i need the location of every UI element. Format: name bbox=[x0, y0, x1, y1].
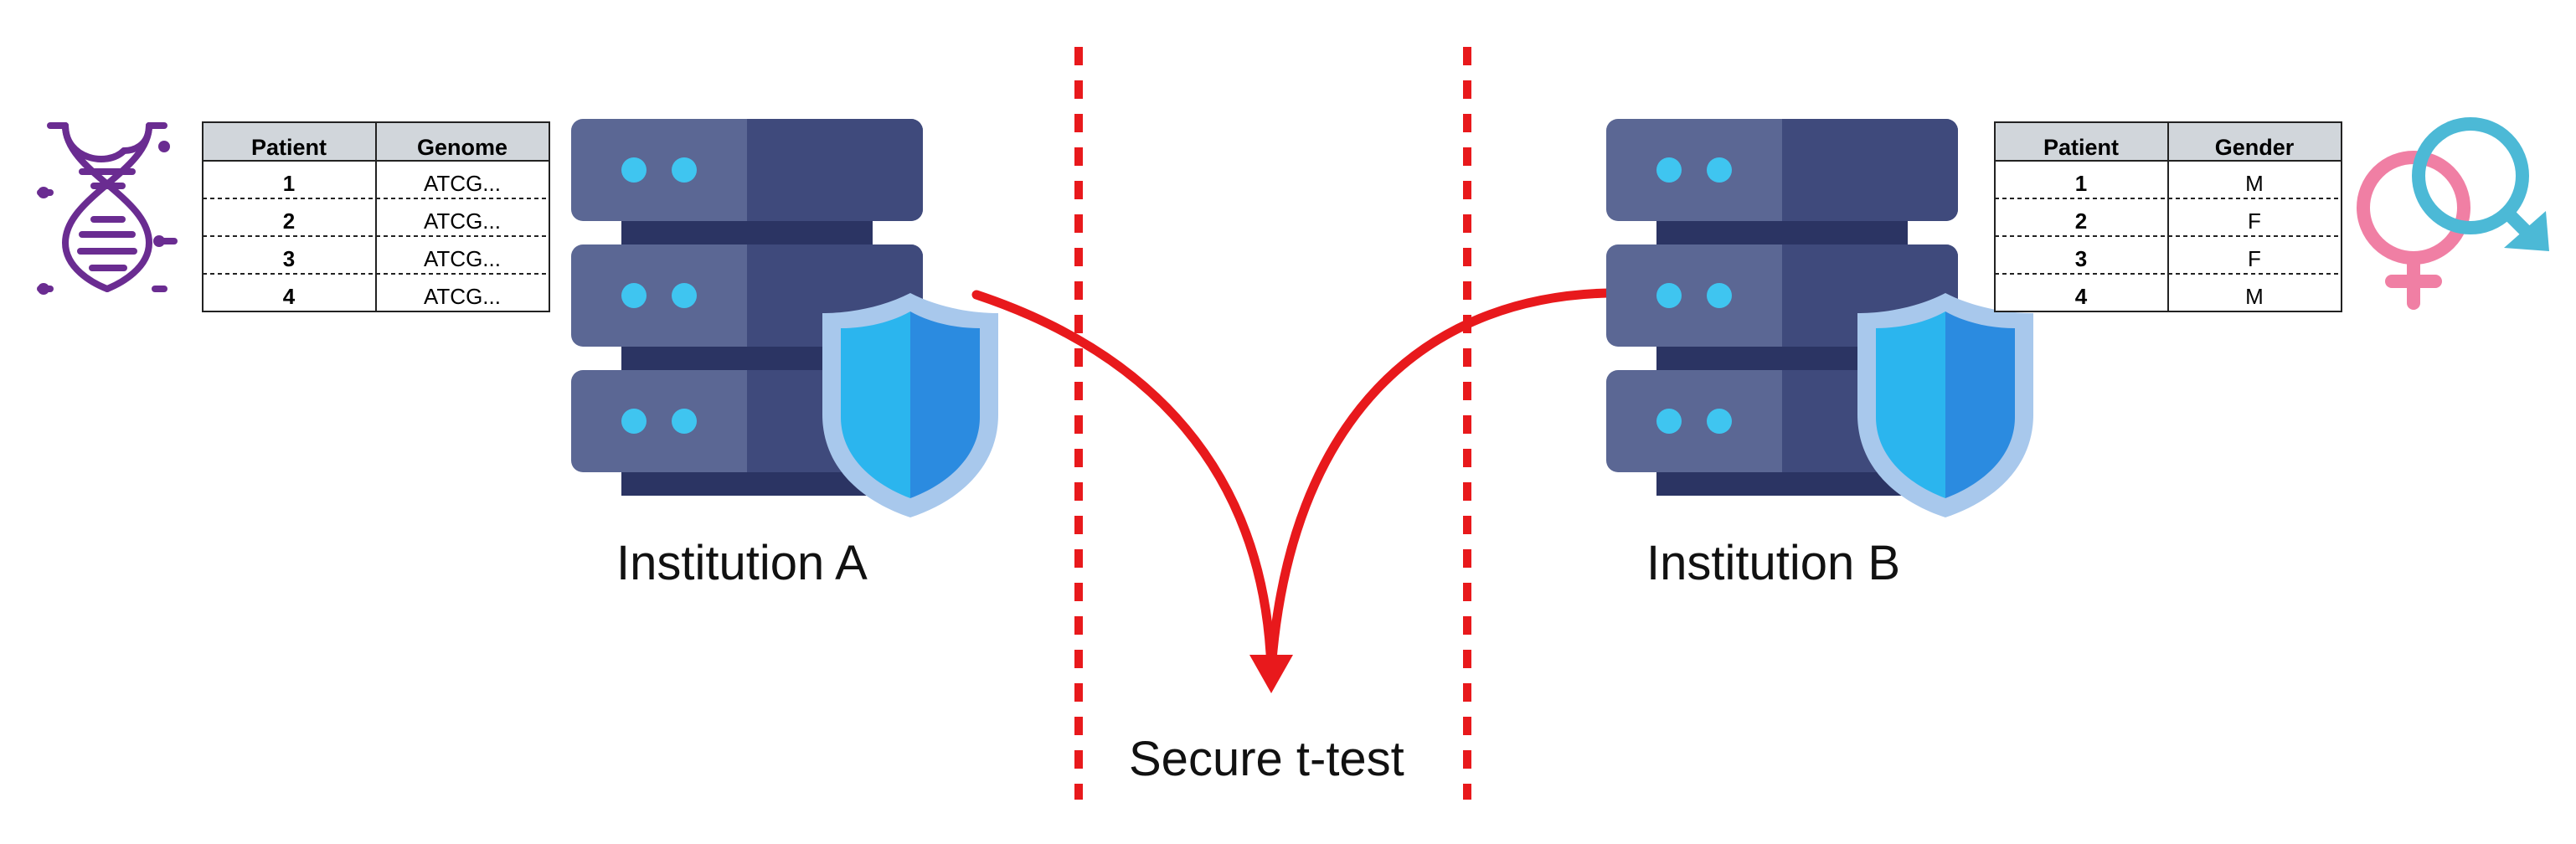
table-header: Genome bbox=[417, 135, 507, 160]
table-cell: 3 bbox=[2075, 246, 2087, 271]
table-genome: Patient Genome 1 ATCG... 2 ATCG... 3 ATC… bbox=[202, 121, 550, 312]
table-cell: M bbox=[2245, 284, 2264, 309]
gender-symbols-icon bbox=[2357, 117, 2549, 310]
table-cell: 2 bbox=[283, 208, 295, 234]
table-cell: 2 bbox=[2075, 208, 2087, 234]
table-cell: F bbox=[2248, 208, 2261, 234]
table-cell: 1 bbox=[2075, 171, 2087, 196]
table-cell: ATCG... bbox=[424, 246, 501, 271]
arrowhead bbox=[1249, 655, 1293, 693]
table-header: Patient bbox=[2043, 135, 2119, 160]
table-cell: ATCG... bbox=[424, 284, 501, 309]
table-cell: F bbox=[2248, 246, 2261, 271]
table-gender: Patient Gender 1 M 2 F 3 F 4 M bbox=[1994, 121, 2342, 312]
table-cell: ATCG... bbox=[424, 208, 501, 234]
table-cell: ATCG... bbox=[424, 171, 501, 196]
table-cell: 3 bbox=[283, 246, 295, 271]
institution-b-label: Institution B bbox=[1646, 536, 1900, 590]
secure-t-test-label: Secure t-test bbox=[1129, 732, 1404, 786]
table-cell: 4 bbox=[2075, 284, 2088, 309]
table-header: Gender bbox=[2215, 135, 2295, 160]
dna-icon bbox=[37, 122, 178, 295]
table-header: Patient bbox=[251, 135, 327, 160]
arrow-from-institution-a bbox=[971, 290, 1276, 675]
arrow-from-institution-b bbox=[1266, 288, 1613, 675]
institution-a-label: Institution A bbox=[616, 536, 868, 590]
table-cell: 4 bbox=[283, 284, 296, 309]
table-cell: M bbox=[2245, 171, 2264, 196]
table-cell: 1 bbox=[283, 171, 295, 196]
